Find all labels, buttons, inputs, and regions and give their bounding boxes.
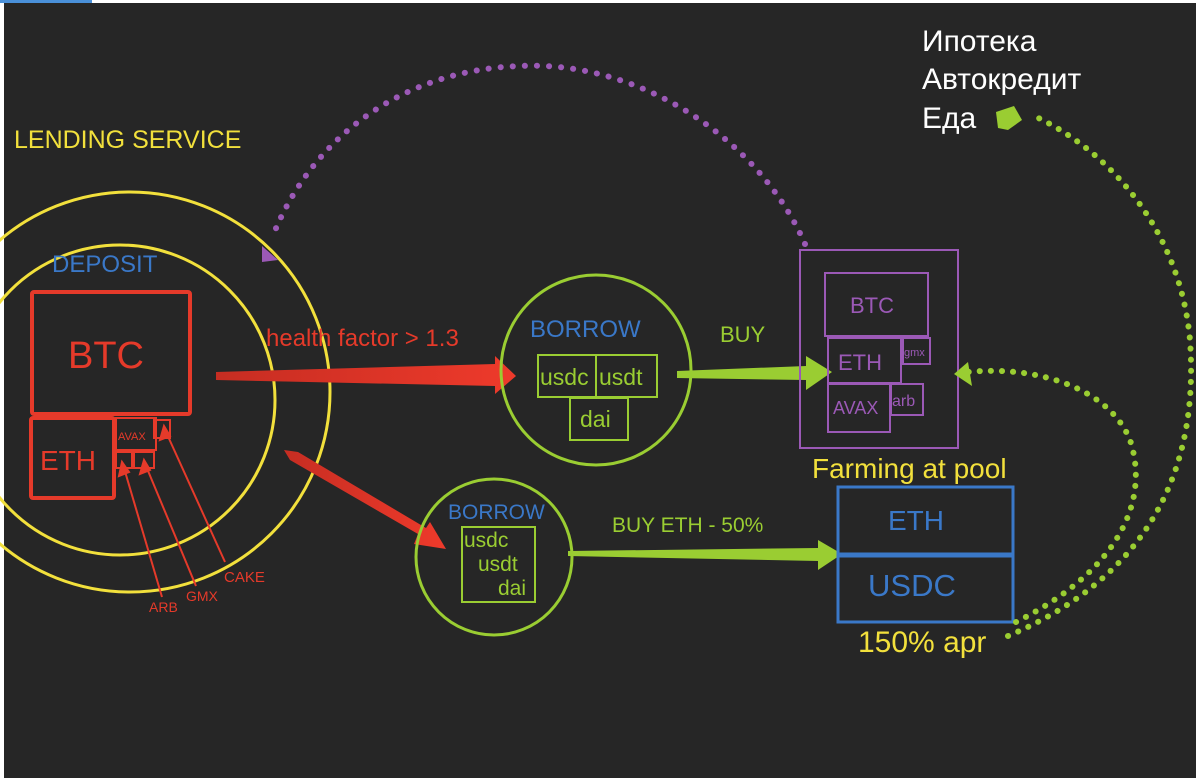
buy2-label: BUY ETH - 50% [612,514,763,537]
portfolio-box [799,249,959,449]
portfolio-arb-box [890,383,924,416]
deposit-avax-label: AVAX [118,431,146,443]
farming-usdc-label: USDC [868,568,956,603]
portfolio-btc-box [824,272,929,337]
green-dotted-arc-inner [965,367,1139,625]
borrow2-usdc-label: usdc [464,529,508,552]
lending-inner-ring [0,243,277,557]
borrow1-usdc-label: usdc [540,364,589,390]
deposit-title: DEPOSIT [52,251,158,278]
portfolio-avax-label: AVAX [833,398,878,418]
top-accent-line [0,0,92,3]
portfolio-btc-label: BTC [850,293,894,318]
borrow1-circle [499,273,693,467]
farming-eth-label: ETH [888,505,944,536]
health-factor-arrow [216,356,516,394]
borrow1-title: BORROW [530,316,641,343]
lending-service-title: LENDING SERVICE [14,126,241,154]
borrow2-title: BORROW [448,501,545,524]
deposit-avax-box [115,417,157,451]
health-factor-label: health factor > 1.3 [266,325,459,352]
buy1-arrow [677,356,832,390]
borrow2-dai-label: dai [498,577,526,600]
borrow2-usdt-label: usdt [478,553,518,576]
portfolio-arb-label: arb [892,393,915,410]
dark-board [4,3,1196,778]
borrow2-arrow [284,450,446,549]
borrow1-dai-label: dai [580,406,611,432]
spending-car-loan: Автокредит [922,63,1081,96]
borrow1-usdt-label: usdt [599,364,643,390]
spending-food: Еда [922,102,977,135]
token-arrows [117,423,226,598]
spending-mortgage: Ипотека [922,25,1037,58]
farming-eth-box [836,485,1015,556]
portfolio-gmx-box [902,337,931,365]
deposit-eth-label: ETH [40,445,96,476]
buy2-arrow [568,540,842,570]
token-gmx-label: GMX [186,588,219,604]
borrow1-dai-box [569,397,629,441]
deposit-btc-box [30,290,192,416]
lending-outer-ring [0,190,332,594]
borrow2-stack-box [461,526,536,603]
green-dotted-arc-outer [1005,111,1194,639]
portfolio-eth-label: ETH [838,350,882,375]
buy1-label: BUY [720,322,766,347]
purple-arc-head [262,246,278,262]
borrow2-circle [414,477,574,637]
portfolio-gmx-label: gmx [904,347,925,359]
token-cake-label: CAKE [224,569,265,586]
deposit-eth-box [29,416,116,500]
farming-apr-label: 150% apr [858,626,986,659]
farming-usdc-box [836,554,1015,624]
token-arb-label: ARB [149,599,178,615]
purple-dotted-arc [269,62,808,247]
green-inner-arc-head [954,362,972,386]
deposit-btc-label: BTC [68,335,144,377]
green-outer-arc-head [996,106,1022,130]
farming-title: Farming at pool [812,453,1007,484]
